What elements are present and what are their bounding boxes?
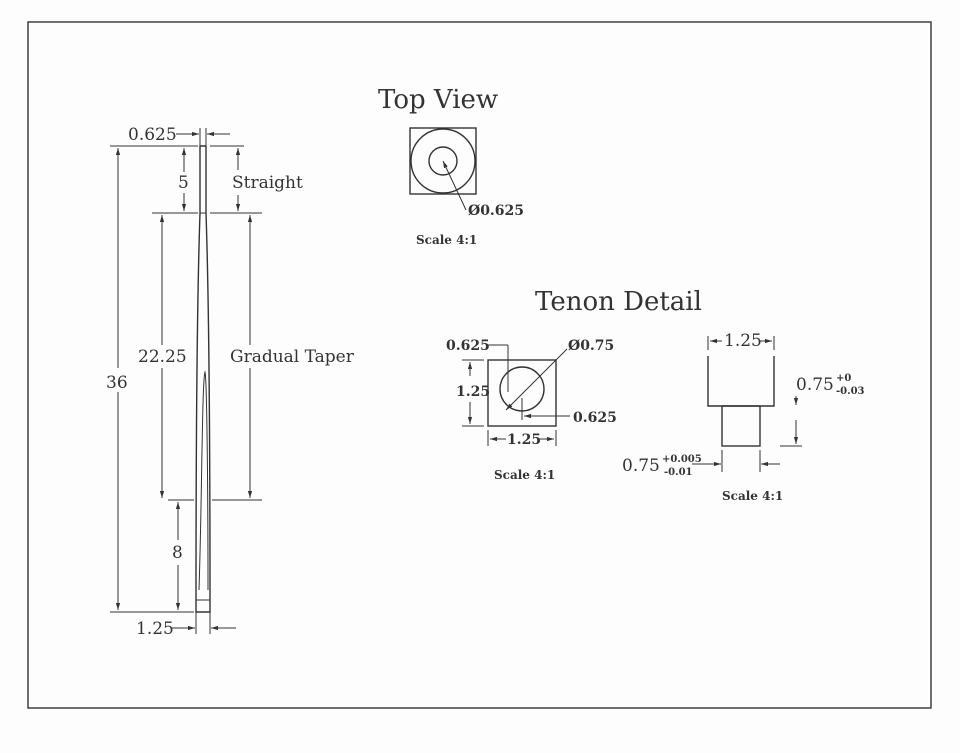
label-gradual-taper: Gradual Taper [230,347,355,367]
tenon-detail: Tenon Detail 0.625 Ø0.75 1.25 0.625 1.25… [446,287,865,503]
tenon-side-scale: Scale 4:1 [722,489,783,503]
label-straight: Straight [232,173,303,193]
dim-bottom-width: 1.25 [136,619,174,639]
tenon-front-view: 0.625 Ø0.75 1.25 0.625 1.25 Scale 4:1 [446,338,617,482]
top-view-scale: Scale 4:1 [416,233,477,247]
dim-bottom-len: 8 [172,543,183,563]
tol-side-len-minus: -0.03 [836,386,865,397]
tol-side-len-plus: +0 [836,373,851,384]
dim-straight-len: 5 [178,173,189,193]
tol-side-dia-minus: -0.01 [664,467,693,478]
top-view: Top View Ø0.625 Scale 4:1 [378,85,524,247]
dim-top-width: 0.625 [128,125,177,145]
dim-front-height: 1.25 [456,384,490,400]
dim-total-length: 36 [106,373,128,393]
tol-side-dia-plus: +0.005 [662,454,702,465]
tenon-side-view: 1.25 0.75 +0 -0.03 0.75 +0.005 -0.01 Sca… [622,331,865,503]
top-view-title: Top View [378,85,498,115]
dim-front-width: 1.25 [507,432,541,448]
spindle-drawing: 0.625 5 Straight 22.25 Gradual Taper 36 … [106,125,355,639]
dim-taper-len: 22.25 [138,347,187,367]
dim-front-right-offset: 0.625 [573,410,617,426]
tenon-front-scale: Scale 4:1 [494,468,555,482]
dim-front-left-offset: 0.625 [446,338,490,354]
dim-front-dia: Ø0.75 [568,338,614,354]
dim-side-tenon-len: 0.75 [796,375,834,395]
dim-side-tenon-dia: 0.75 [622,456,660,476]
top-view-dia: Ø0.625 [468,203,524,219]
sheet-border [27,21,932,709]
tenon-detail-title: Tenon Detail [535,287,702,317]
dim-side-width: 1.25 [724,331,762,351]
